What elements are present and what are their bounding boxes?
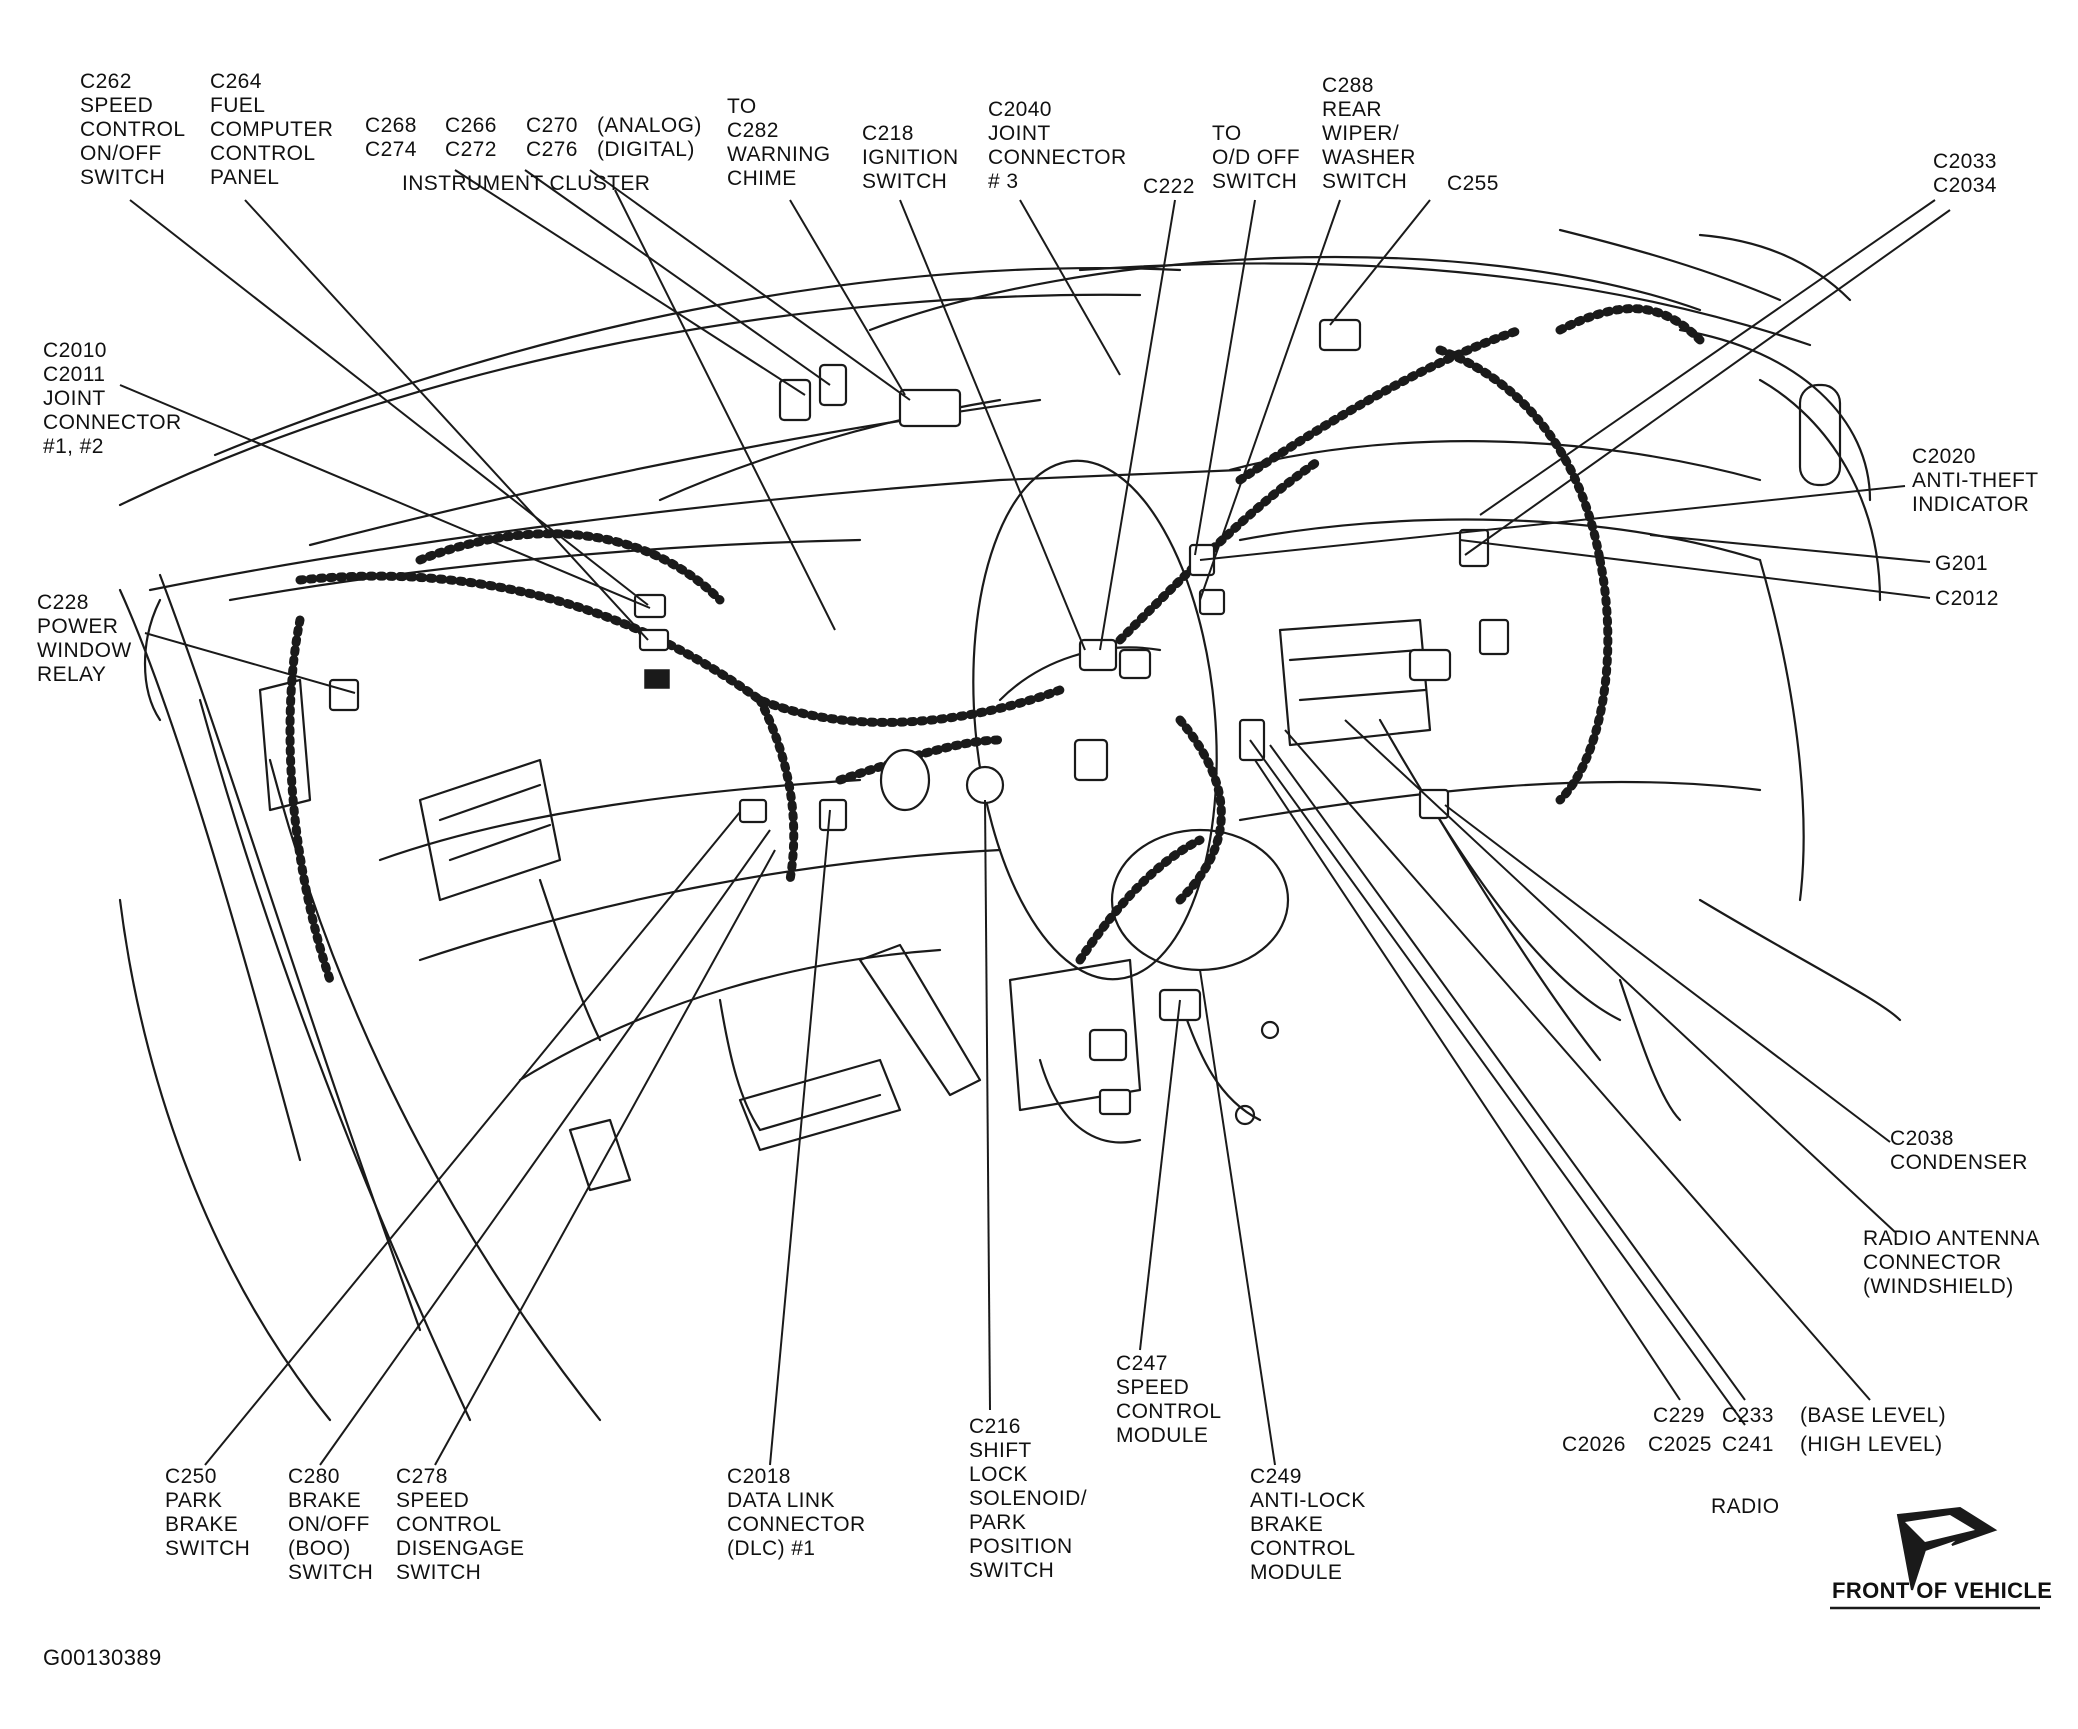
label-c2033-c2034: C2033 C2034 xyxy=(1933,150,2003,197)
front-of-vehicle-arrow-icon xyxy=(1896,1506,1998,1591)
leader-base-level xyxy=(1284,729,1871,1401)
leader-c222 xyxy=(1099,199,1176,651)
label-c2018: C2018 DATA LINK CONNECTOR (DLC) #1 xyxy=(727,1465,872,1560)
leader-c2012 xyxy=(1459,539,1931,599)
label-c2020: C2020 ANTI-THEFT INDICATOR xyxy=(1912,445,2044,516)
label-cluster-row2: C274 C272 C276 (DIGITAL) xyxy=(365,138,695,161)
leader-c233 xyxy=(1269,744,1746,1401)
dashboard-line-art xyxy=(118,228,1902,1422)
label-radio-row2: C2026 C2025 C241 (HIGH LEVEL) xyxy=(1562,1433,1943,1456)
wiring-harness-art xyxy=(285,304,1705,985)
figure-id: G00130389 xyxy=(43,1645,162,1670)
label-c2010-c2011: C2010 C2011 JOINT CONNECTOR #1, #2 xyxy=(43,339,188,458)
label-c228: C228 POWER WINDOW RELAY xyxy=(37,591,138,686)
leader-g201 xyxy=(1649,534,1931,563)
leader-c2025 xyxy=(1249,739,1746,1426)
label-c247: C247 SPEED CONTROL MODULE xyxy=(1116,1352,1227,1447)
leader-c218 xyxy=(899,199,1086,651)
leader-c2018 xyxy=(769,809,831,1466)
leader-c2038 xyxy=(1444,804,1891,1143)
label-c264: C264 FUEL COMPUTER CONTROL PANEL xyxy=(210,70,340,189)
leader-c255 xyxy=(1329,199,1431,326)
leader-c278 xyxy=(434,849,776,1466)
leader-lines xyxy=(119,169,1951,1466)
leader-c280 xyxy=(319,829,771,1466)
label-radio: RADIO xyxy=(1711,1495,1780,1518)
connector-bodies xyxy=(328,318,1510,1116)
label-od-off-switch: TO O/D OFF SWITCH xyxy=(1212,122,1306,193)
leader-c288 xyxy=(1199,199,1341,601)
label-c216: C216 SHIFT LOCK SOLENOID/ PARK POSITION … xyxy=(969,1415,1093,1582)
label-c250: C250 PARK BRAKE SWITCH xyxy=(165,1465,250,1560)
leader-c247 xyxy=(1139,999,1181,1351)
label-c222: C222 xyxy=(1143,175,1195,198)
leader-od-off xyxy=(1194,199,1256,556)
label-instrument-cluster: INSTRUMENT CLUSTER xyxy=(402,172,650,195)
label-c280: C280 BRAKE ON/OFF (BOO) SWITCH xyxy=(288,1465,376,1584)
leader-radio-antenna xyxy=(1344,719,1896,1233)
label-radio-antenna: RADIO ANTENNA CONNECTOR (WINDSHIELD) xyxy=(1863,1227,2045,1298)
label-c282: TO C282 WARNING CHIME xyxy=(727,95,837,190)
label-c249: C249 ANTI-LOCK BRAKE CONTROL MODULE xyxy=(1250,1465,1372,1584)
leader-c250 xyxy=(204,811,741,1466)
leader-c2034 xyxy=(1464,209,1951,556)
leader-c229 xyxy=(1254,759,1681,1401)
leader-c262 xyxy=(129,199,649,606)
label-c2012: C2012 xyxy=(1935,587,1999,610)
leader-c282 xyxy=(789,199,906,396)
leader-c270 xyxy=(589,169,911,401)
leader-c2020 xyxy=(1199,485,1906,561)
leader-c266 xyxy=(524,169,831,386)
label-c2038: C2038 CONDENSER xyxy=(1890,1127,2028,1174)
leader-cluster xyxy=(614,189,836,631)
front-of-vehicle-label: FRONT OF VEHICLE xyxy=(1832,1578,2052,1603)
label-c262: C262 SPEED CONTROL ON/OFF SWITCH xyxy=(80,70,191,189)
label-c218: C218 IGNITION SWITCH xyxy=(862,122,965,193)
leader-c264 xyxy=(244,199,649,641)
leader-c2010 xyxy=(119,384,651,609)
label-c278: C278 SPEED CONTROL DISENGAGE SWITCH xyxy=(396,1465,531,1584)
leader-c2040 xyxy=(1019,199,1121,376)
label-radio-row1: C229 C233 (BASE LEVEL) xyxy=(1653,1404,1946,1427)
label-c2040: C2040 JOINT CONNECTOR # 3 xyxy=(988,98,1133,193)
label-c255: C255 xyxy=(1447,172,1499,195)
leader-c249 xyxy=(1199,969,1276,1466)
leader-c268 xyxy=(454,169,806,396)
leader-c216 xyxy=(984,799,991,1411)
leader-c228 xyxy=(144,632,356,694)
label-c288: C288 REAR WIPER/ WASHER SWITCH xyxy=(1322,74,1422,193)
label-g201: G201 xyxy=(1935,552,1988,575)
label-cluster-row1: C268 C266 C270 (ANALOG) xyxy=(365,114,702,137)
leader-c2033 xyxy=(1479,199,1936,516)
